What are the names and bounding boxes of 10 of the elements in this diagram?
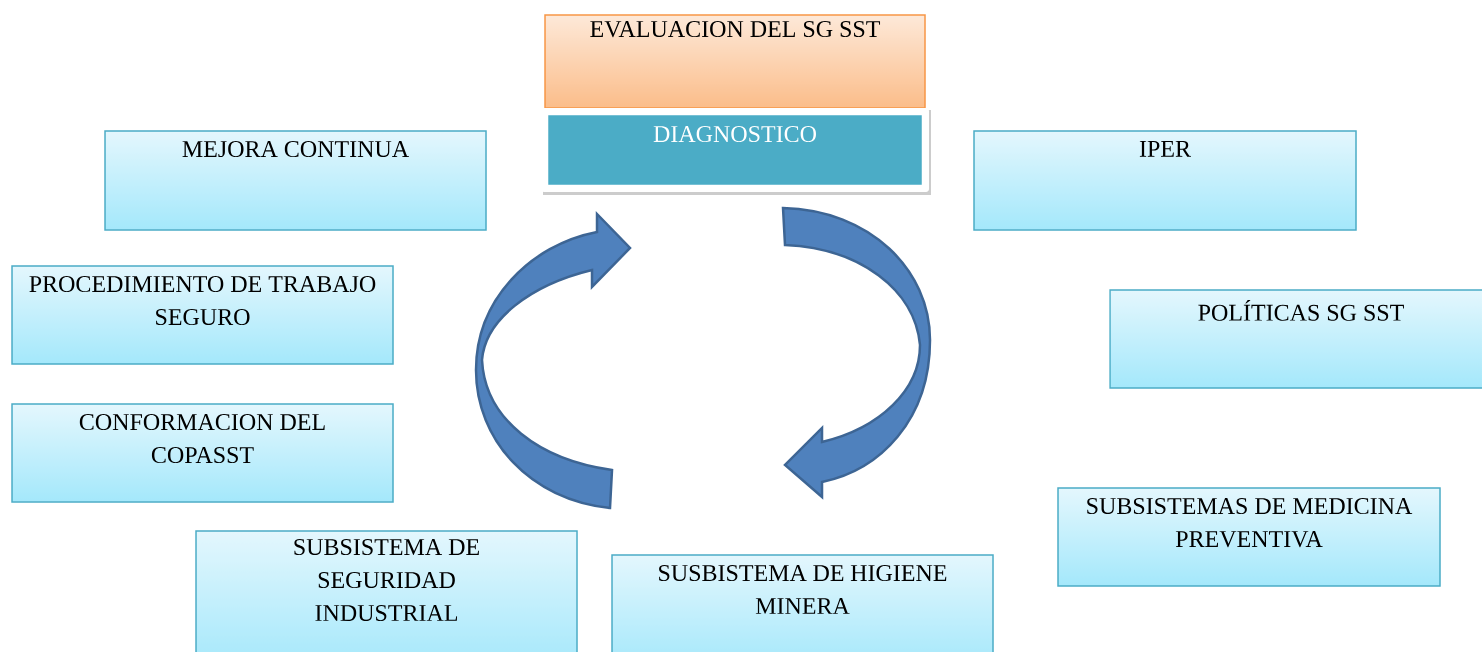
process-box: IPER xyxy=(973,130,1357,231)
process-box: MEJORA CONTINUA xyxy=(104,130,487,231)
diagnostic-bar: DIAGNOSTICO xyxy=(541,108,931,195)
process-box: SUSBISTEMA DE HIGIENE MINERA xyxy=(611,554,994,652)
process-box: POLÍTICAS SG SST xyxy=(1109,289,1482,389)
process-box: CONFORMACION DEL COPASST xyxy=(11,403,394,503)
eval-box: EVALUACION DEL SG SST xyxy=(544,14,926,109)
process-box: SUBSISTEMAS DE MEDICINA PREVENTIVA xyxy=(1057,487,1441,587)
process-box: PROCEDIMIENTO DE TRABAJO SEGURO xyxy=(11,265,394,365)
process-box: SUBSISTEMA DE SEGURIDAD INDUSTRIAL xyxy=(195,530,578,652)
